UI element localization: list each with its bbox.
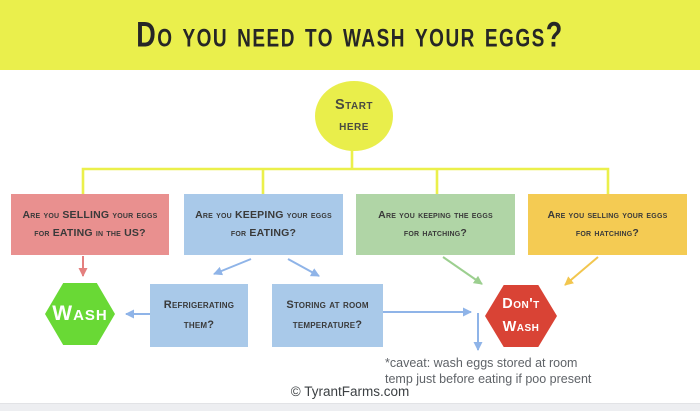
caveat-note: *caveat: wash eggs stored at room temp j… (385, 355, 591, 387)
arrow-keeping-to-storing (287, 258, 320, 277)
subquestion-label: Storing at room (286, 298, 369, 311)
outcome-dont-wash-label-line2: Wash (502, 319, 540, 335)
outcome-wash-label: Wash (52, 302, 108, 325)
question-label: for hatching? (575, 226, 640, 239)
page-title: Do you need to wash your eggs? (136, 14, 564, 54)
bottom-strip (0, 403, 700, 411)
question-box-selling-for-hatching: Are you selling your eggs for hatching? (528, 194, 687, 255)
question-label: for hatching? (403, 226, 468, 239)
copyright-credit: © TyrantFarms.com (290, 384, 410, 399)
question-box-selling-for-eating-us: Are you SELLING your eggs for EATING in … (11, 194, 169, 255)
outcome-wash-hexagon: Wash (45, 283, 115, 345)
question-label: Are you KEEPING your eggs (195, 208, 332, 221)
caveat-note-line1: *caveat: wash eggs stored at room (385, 356, 578, 370)
arrow-selling-hatching-to-dont-wash (564, 256, 599, 286)
question-label: for EATING in the US? (34, 226, 146, 239)
subquestion-box-refrigerating: Refrigerating them? (150, 284, 248, 347)
title-banner: Do you need to wash your eggs? (0, 0, 700, 70)
outcome-dont-wash-label-line1: Don't (502, 295, 540, 312)
question-box-keeping-for-eating: Are you KEEPING your eggs for EATING? (184, 194, 343, 255)
question-box-keeping-for-hatching: Are you keeping the eggs for hatching? (356, 194, 515, 255)
subquestion-label: temperature? (292, 318, 363, 331)
subquestion-box-storing-room: Storing at room temperature? (272, 284, 383, 347)
caveat-note-line2: temp just before eating if poo present (385, 372, 592, 386)
outcome-dont-wash-hexagon: Don't Wash (485, 285, 557, 347)
question-label: Are you selling your eggs (547, 208, 668, 221)
question-label: for EATING? (230, 226, 297, 239)
start-node-label-line2: here (339, 118, 369, 134)
start-node-label-line1: Start (334, 96, 374, 113)
subquestion-label: Refrigerating (163, 298, 235, 311)
question-label: Are you keeping the eggs (378, 208, 493, 221)
question-label: Are you SELLING your eggs (22, 208, 158, 221)
arrow-hatching-to-dont-wash (442, 256, 483, 285)
subquestion-label: them? (183, 318, 215, 331)
arrow-keeping-to-refrigerating (213, 258, 252, 276)
start-node: Start here (315, 81, 393, 151)
yellow-tree-connector (81, 149, 610, 194)
